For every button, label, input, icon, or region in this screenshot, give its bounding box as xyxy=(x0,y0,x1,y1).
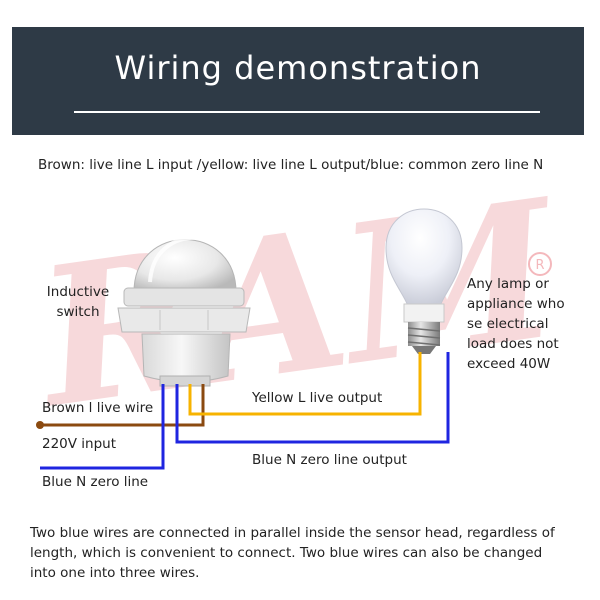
brown-wire-end-icon xyxy=(36,421,44,429)
yellow-live-output-wire xyxy=(188,352,422,416)
switch-label-2: switch xyxy=(56,304,100,320)
svg-text:R: R xyxy=(535,258,544,273)
header-banner: Wiring demonstration xyxy=(12,27,584,135)
installation-note: Two blue wires are connected in parallel… xyxy=(30,523,585,583)
note-line-3: into one into three wires. xyxy=(30,565,200,581)
page-title: Wiring demonstration xyxy=(114,49,482,87)
wire-color-legend: Brown: live line L input /yellow: live l… xyxy=(38,157,544,173)
lamp-label-5: exceed 40W xyxy=(467,356,551,372)
blue-zero-line-label: Blue N zero line xyxy=(42,474,149,490)
blue-output-label: Blue N zero line output xyxy=(252,452,407,468)
note-line-2: length, which is convenient to connect. … xyxy=(30,545,543,561)
sensor-switch-icon xyxy=(117,235,251,387)
light-bulb-icon xyxy=(385,208,463,354)
note-line-1: Two blue wires are connected in parallel… xyxy=(30,525,555,541)
lamp-label-2: appliance who xyxy=(467,296,565,312)
lamp-label-1: Any lamp or xyxy=(467,276,549,292)
switch-label-1: Inductive xyxy=(46,284,110,300)
input-voltage-label: 220V input xyxy=(42,436,117,452)
lamp-label-3: se electrical xyxy=(467,316,549,332)
blue-zero-wire-out xyxy=(175,352,450,444)
yellow-output-label: Yellow L live output xyxy=(252,390,383,406)
blue-zero-wire-in xyxy=(40,384,165,470)
registered-mark-icon: R xyxy=(528,252,552,276)
brown-wire-label: Brown l live wire xyxy=(42,400,154,416)
title-underline xyxy=(74,111,540,113)
lamp-label-4: load does not xyxy=(467,336,559,352)
brown-live-wire xyxy=(40,384,205,427)
